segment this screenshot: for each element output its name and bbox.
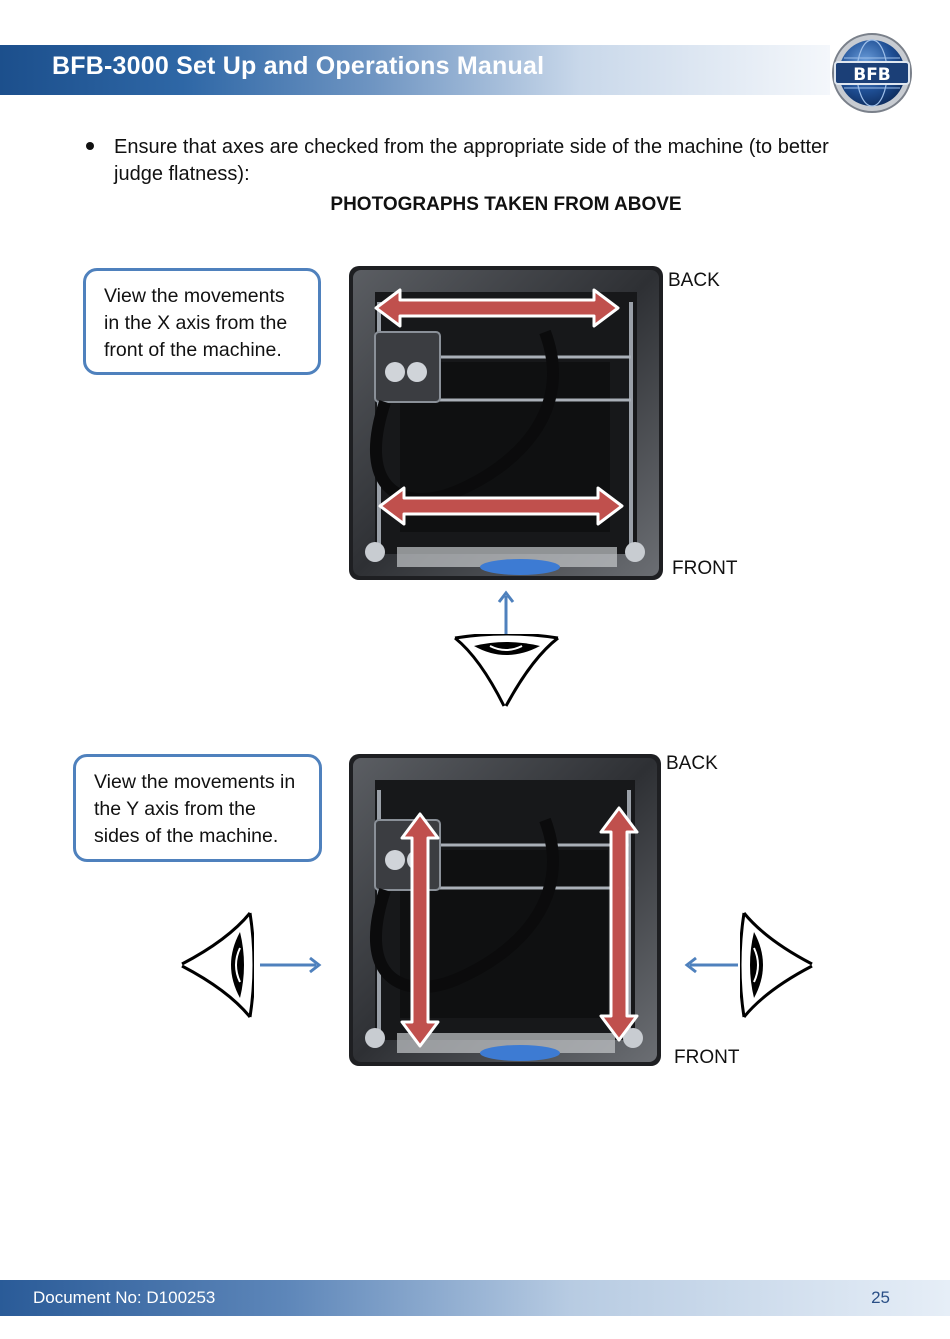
x-axis-note-text: View the movements in the X axis from th… [104,285,288,361]
x-back-label: BACK [668,270,720,291]
figure-caption: PHOTOGRAPHS TAKEN FROM ABOVE [330,194,682,215]
eye-icon-left [181,912,254,1018]
sight-arrow-right-icon [684,956,738,974]
y-axis-note: View the movements in the Y axis from th… [73,754,322,862]
y-back-label: BACK [666,753,718,774]
instruction-text: Ensure that axes are checked from the ap… [114,136,829,185]
page-header-title: BFB-3000 Set Up and Operations Manual [52,52,545,80]
sight-arrow-icon [497,590,515,634]
logo-lettering: BFB [853,65,891,85]
document-number: Document No: D100253 [33,1288,216,1307]
eye-icon [454,634,559,707]
bfb-logo-icon: BFB [831,32,913,114]
footer-band [0,1280,950,1316]
x-axis-double-arrow-front [378,486,624,526]
x-front-label: FRONT [672,558,738,579]
x-axis-double-arrow-back [374,288,620,328]
header-band [0,45,830,95]
y-axis-double-arrow-left [400,812,440,1048]
x-axis-note: View the movements in the X axis from th… [83,268,321,375]
page-number: 25 [871,1288,890,1307]
y-axis-note-text: View the movements in the Y axis from th… [94,771,296,847]
y-axis-double-arrow-right [599,806,639,1042]
bullet-dot-icon [86,142,94,150]
eye-icon-right [740,912,813,1018]
y-front-label: FRONT [674,1047,740,1068]
sight-arrow-left-icon [260,956,322,974]
